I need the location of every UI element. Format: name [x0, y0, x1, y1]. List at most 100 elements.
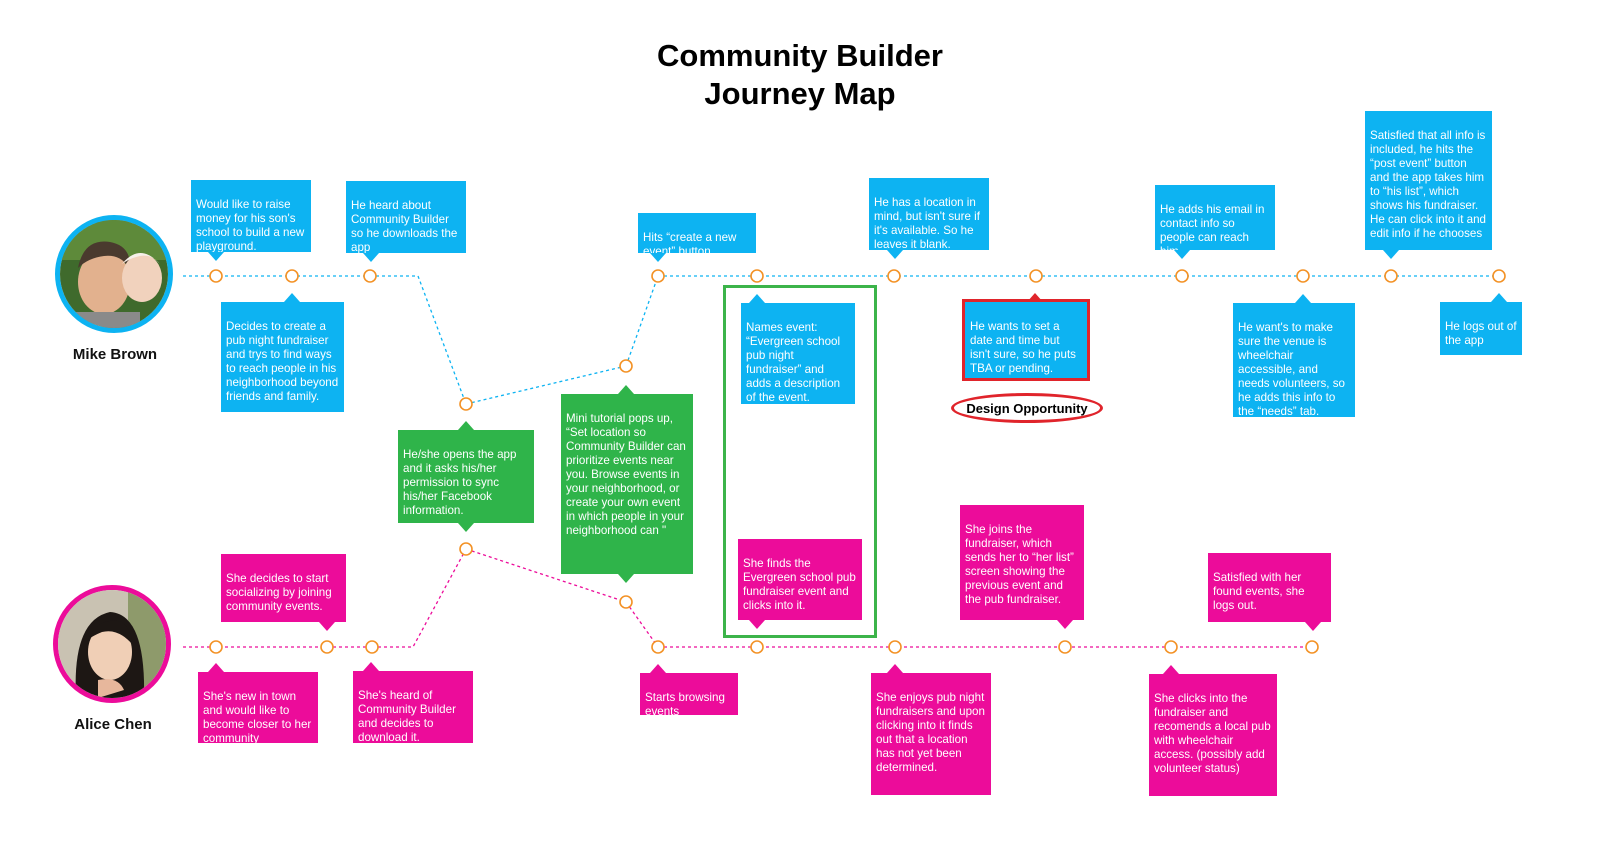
shared-step-2-card: Mini tutorial pops up, “Set location so … — [561, 385, 693, 583]
mike-step-5-text: Names event: “Evergreen school pub night… — [746, 321, 841, 404]
timeline-node-20 — [750, 640, 764, 654]
mike-to-open-app-line — [370, 275, 467, 405]
mike-step-1-text: Would like to raise money for his son's … — [196, 198, 305, 253]
alice-chen-avatar — [53, 585, 171, 703]
alice-step-3-text: She's heard of Community Builder and dec… — [358, 689, 456, 744]
mike-step-9-pointer — [1295, 294, 1311, 303]
mike-step-11-pointer — [1491, 293, 1507, 302]
alice-step-8-text: She clicks into the fundraiser and recom… — [1154, 692, 1271, 775]
alice-step-7-pointer — [1057, 620, 1073, 629]
shared-step-1-pointer-up — [458, 421, 474, 430]
tutorial-to-mike-create-line — [625, 275, 659, 367]
mike-step-10-pointer — [1383, 250, 1399, 259]
mike-step-7-text: He wants to set a date and time but isn'… — [970, 320, 1076, 375]
mike-step-5-card: Names event: “Evergreen school pub night… — [741, 294, 855, 404]
mike-step-10-text: Satisfied that all info is included, he … — [1370, 129, 1486, 240]
alice-step-6-text: She enjoys pub night fundraisers and upo… — [876, 691, 985, 774]
mike-step-5-pointer — [749, 294, 765, 303]
timeline-node-19 — [651, 640, 665, 654]
mike-step-2-pointer — [284, 293, 300, 302]
alice-step-4-text: Starts browsing events — [645, 691, 725, 718]
shared-moment-highlight-frame — [723, 285, 877, 638]
alice-to-open-app-line — [372, 548, 467, 648]
mike-step-3-pointer — [363, 253, 379, 262]
mike-step-11-card: He logs out of the app — [1440, 293, 1522, 355]
mike-step-9-card: He want's to make sure the venue is whee… — [1233, 294, 1355, 418]
mike-photo-icon — [60, 220, 168, 328]
timeline-node-22 — [1058, 640, 1072, 654]
mike-step-4-pointer — [650, 253, 666, 262]
timeline-node-2 — [285, 269, 299, 283]
alice-step-4-card: Starts browsing events — [640, 664, 738, 718]
timeline-node-4 — [651, 269, 665, 283]
alice-step-5-pointer — [749, 620, 765, 629]
timeline-node-17 — [320, 640, 334, 654]
design-opportunity-label: Design Opportunity — [951, 393, 1103, 423]
mike-step-11-text: He logs out of the app — [1445, 320, 1517, 347]
mike-step-7-pointer — [1027, 293, 1043, 302]
mike-step-4-card: Hits “create a new event” button — [638, 213, 756, 262]
timeline-node-1 — [209, 269, 223, 283]
timeline-node-11 — [1492, 269, 1506, 283]
shared-step-1-pointer-down — [458, 523, 474, 532]
timeline-node-18 — [365, 640, 379, 654]
timeline-node-10 — [1384, 269, 1398, 283]
persona-name-alice: Alice Chen — [74, 716, 152, 733]
alice-step-4-pointer — [650, 664, 666, 673]
alice-step-5-text: She finds the Evergreen school pub fundr… — [743, 557, 856, 612]
shared-step-1-card: He/she opens the app and it asks his/her… — [398, 421, 534, 532]
alice-step-7-card: She joins the fundraiser, which sends he… — [960, 505, 1084, 629]
mike-step-4-text: Hits “create a new event” button — [643, 231, 737, 258]
mike-step-7-card: He wants to set a date and time but isn'… — [962, 293, 1090, 381]
alice-tutorial-to-browse-line — [625, 601, 659, 648]
persona-name-mike: Mike Brown — [72, 346, 158, 363]
alice-step-5-card: She finds the Evergreen school pub fundr… — [738, 539, 862, 629]
mike-step-8-text: He adds his email in contact info so peo… — [1160, 203, 1265, 258]
mike-step-6-pointer — [887, 250, 903, 259]
timeline-node-3 — [363, 269, 377, 283]
timeline-node-15 — [619, 595, 633, 609]
page-title-line-2: Journey Map — [704, 76, 896, 111]
shared-step-2-pointer-up — [618, 385, 634, 394]
mike-step-6-card: He has a location in mind, but isn't sur… — [869, 178, 989, 259]
mike-step-2-text: Decides to create a pub night fundraiser… — [226, 320, 339, 403]
alice-photo-icon — [58, 590, 166, 698]
mike-step-2-card: Decides to create a pub night fundraiser… — [221, 293, 344, 412]
alice-step-8-pointer — [1163, 665, 1179, 674]
alice-step-3-card: She's heard of Community Builder and dec… — [353, 662, 473, 744]
mike-step-3-text: He heard about Community Builder so he d… — [351, 199, 458, 254]
timeline-node-13 — [619, 359, 633, 373]
alice-step-1-pointer — [208, 663, 224, 672]
timeline-node-16 — [209, 640, 223, 654]
timeline-node-23 — [1164, 640, 1178, 654]
shared-step-2-pointer-down — [618, 574, 634, 583]
timeline-node-6 — [887, 269, 901, 283]
shared-step-1-text: He/she opens the app and it asks his/her… — [403, 448, 517, 517]
alice-step-1-text: She's new in town and would like to beco… — [203, 690, 312, 745]
alice-step-2-pointer — [319, 622, 335, 631]
timeline-node-group — [209, 269, 1506, 654]
shared-step-2-text: Mini tutorial pops up, “Set location so … — [566, 412, 686, 537]
alice-step-2-card: She decides to start socializing by join… — [221, 554, 346, 631]
alice-step-1-card: She's new in town and would like to beco… — [198, 663, 318, 745]
timeline-node-7 — [1029, 269, 1043, 283]
mike-step-8-pointer — [1174, 250, 1190, 259]
alice-step-6-pointer — [887, 664, 903, 673]
timeline-node-21 — [888, 640, 902, 654]
timeline-node-9 — [1296, 269, 1310, 283]
alice-step-7-text: She joins the fundraiser, which sends he… — [965, 523, 1074, 606]
page-title-line-1: Community Builder — [657, 38, 943, 73]
alice-step-2-text: She decides to start socializing by join… — [226, 572, 332, 613]
mike-step-6-text: He has a location in mind, but isn't sur… — [874, 196, 980, 251]
mike-step-10-card: Satisfied that all info is included, he … — [1365, 111, 1492, 259]
mike-step-3-card: He heard about Community Builder so he d… — [346, 181, 466, 262]
alice-step-8-card: She clicks into the fundraiser and recom… — [1149, 665, 1277, 796]
alice-step-9-text: Satisfied with her found events, she log… — [1213, 571, 1305, 612]
alice-step-9-pointer — [1305, 622, 1321, 631]
alice-step-6-card: She enjoys pub night fundraisers and upo… — [871, 664, 991, 795]
mike-step-9-text: He want's to make sure the venue is whee… — [1238, 321, 1345, 418]
timeline-node-8 — [1175, 269, 1189, 283]
mike-step-1-card: Would like to raise money for his son's … — [191, 180, 311, 261]
